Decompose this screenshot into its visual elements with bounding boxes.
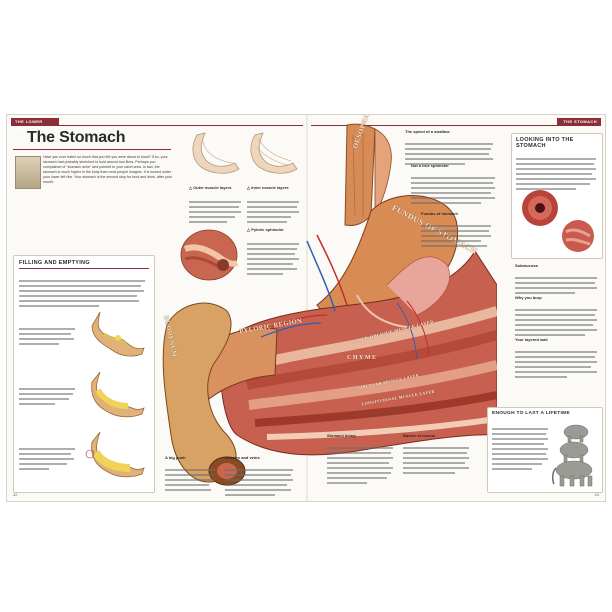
chyme-label: CHYME [347, 355, 378, 361]
submucosa-title: Submucosa [515, 263, 538, 268]
barrier-mucus-title: Barrier of mucus [403, 433, 436, 438]
layered-wall-title: Your layered wall [515, 337, 548, 342]
inner-muscle-text [247, 193, 301, 223]
box-rule [19, 268, 149, 269]
outer-muscle-label: △ Outer muscle layers [189, 185, 232, 190]
arteries-veins-text [225, 461, 295, 496]
fundus-of-stomach-title: Fundus of stomach [421, 211, 458, 216]
stomach-stage-1-icon [91, 311, 145, 357]
outer-muscle-stomach-icon [192, 132, 240, 174]
book-spread: THE LOWER TORSO THE STOMACH The Stomach … [6, 114, 606, 502]
pyloric-sphincter-text [247, 235, 301, 275]
inner-muscle-label: △ Inner muscle layers [247, 185, 289, 190]
speed-of-swallow-title: The speed of a swallow [405, 129, 450, 134]
header-rule-right [311, 125, 563, 126]
page-gutter [306, 115, 308, 501]
page-number-left: 42 [13, 492, 18, 497]
stomach-stage-3-icon [85, 431, 145, 478]
stage-2-caption [19, 380, 77, 405]
filling-intro-lines [19, 272, 149, 307]
looking-into-title: LOOKING INTO THE STOMACH [516, 137, 574, 149]
stage-3-caption [19, 440, 77, 470]
endoscope-view-2-icon [562, 220, 594, 252]
intro-text: Have you ever eaten so much that you fel… [43, 155, 173, 184]
looking-into-box: LOOKING INTO THE STOMACH [511, 133, 603, 259]
stomach-lining-text [327, 439, 395, 484]
elephant-stack-icon [551, 424, 593, 487]
pyloric-detail-icon [180, 229, 239, 281]
outer-muscle-text [189, 193, 243, 223]
enough-lifetime-text [492, 420, 550, 470]
page-title: The Stomach [27, 129, 126, 146]
pyloric-sphincter-label: △ Pyloric sphincter [247, 227, 284, 232]
filling-emptying-box: FILLING AND EMPTYING [13, 255, 155, 493]
layered-wall-text [515, 343, 599, 378]
looking-into-text [516, 150, 598, 190]
big-push-title: A big push [165, 455, 186, 460]
submucosa-text [515, 269, 599, 294]
enough-lifetime-box: ENOUGH TO LAST A LIFETIME [487, 407, 603, 493]
stomach-lining-title: Stomach lining [327, 433, 356, 438]
not-true-sphincter-text [411, 169, 497, 204]
section-header-right: THE STOMACH [557, 118, 601, 126]
big-push-text [165, 461, 217, 491]
fundus-of-stomach-text [421, 217, 493, 247]
title-rule [13, 149, 171, 150]
figure-thumbnail [15, 156, 41, 189]
why-you-burp-text [515, 301, 599, 336]
endoscope-view-1-icon [522, 190, 558, 226]
stomach-cross-section-illustration [162, 123, 497, 486]
stage-1-caption [19, 320, 77, 345]
barrier-mucus-text [403, 439, 471, 474]
arteries-veins-title: Arteries and veins [225, 455, 260, 460]
enough-lifetime-title: ENOUGH TO LAST A LIFETIME [492, 411, 570, 416]
stomach-stage-2-icon [91, 371, 145, 418]
not-true-sphincter-title: Not a true sphincter [411, 163, 449, 168]
why-you-burp-title: Why you burp [515, 295, 542, 300]
section-header-left: THE LOWER TORSO [11, 118, 59, 132]
filling-emptying-title: FILLING AND EMPTYING [19, 260, 90, 266]
header-rule-left [55, 125, 303, 126]
inner-muscle-stomach-icon [250, 132, 298, 174]
page-number-right: 43 [594, 492, 599, 497]
speed-of-swallow-text [405, 135, 495, 165]
